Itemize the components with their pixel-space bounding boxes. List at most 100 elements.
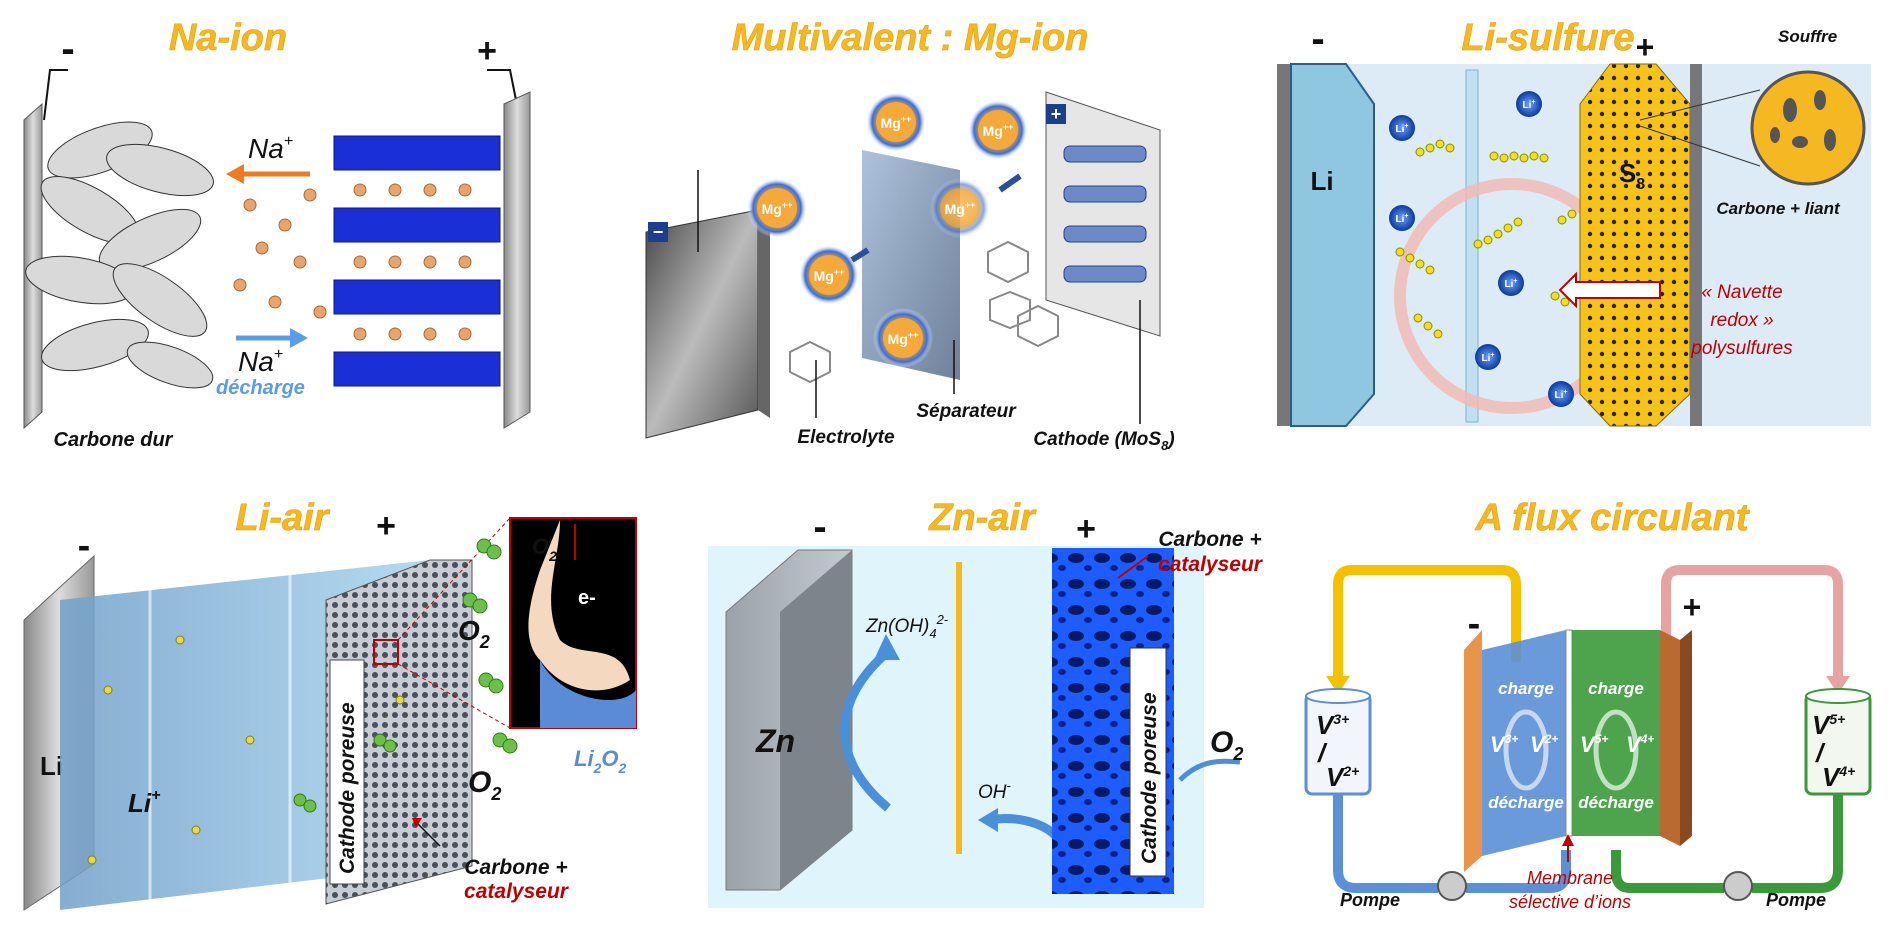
anolyte-charge-label: charge bbox=[1498, 679, 1554, 698]
svg-text:Mg++: Mg++ bbox=[983, 122, 1014, 139]
left-pump-label: Pompe bbox=[1340, 890, 1400, 910]
left-tank-bottom: V2+ bbox=[1326, 762, 1359, 792]
shuttle-arrow bbox=[1558, 271, 1661, 309]
panel-li-air: Li-air - + Li Li+ Cathode poreuse O2 e- … bbox=[23, 497, 637, 911]
membrane-label-1: Membrane bbox=[1527, 868, 1613, 888]
panel-flux: A flux circulant Pompe Pompe V3+ / V2+ V… bbox=[1304, 497, 1872, 912]
right-pump-label: Pompe bbox=[1766, 890, 1826, 910]
title-li-air: Li-air bbox=[236, 497, 331, 539]
o2-label-2: O2 bbox=[468, 766, 501, 804]
cathode-plate bbox=[1660, 630, 1680, 846]
sulfur-zoom bbox=[1750, 70, 1866, 186]
li-air-plus-sign: + bbox=[376, 507, 396, 545]
hard-carbon-label: Carbone dur bbox=[54, 429, 174, 451]
panel-na-ion: Na-ion - + Carbone dur Na+ Na+ décharge bbox=[23, 17, 531, 451]
zn-catalyst-label: catalyseur bbox=[1158, 553, 1264, 576]
panel-mg-ion: Multivalent : Mg-ion − + Mg++ Mg++ Mg++ … bbox=[645, 17, 1175, 453]
s8-label: S8 bbox=[1619, 158, 1645, 193]
catholyte-pipe bbox=[1661, 565, 1843, 680]
flux-plus-sign: + bbox=[1683, 589, 1702, 625]
zn-o2-label: O2 bbox=[1210, 726, 1243, 764]
cathode-collector bbox=[503, 91, 531, 429]
layered-cathode bbox=[333, 135, 501, 387]
sodium-ions bbox=[233, 188, 327, 319]
zn-minus-sign: - bbox=[813, 505, 826, 549]
oxygen-molecules bbox=[293, 538, 518, 813]
svg-text:Mg++: Mg++ bbox=[881, 114, 912, 131]
left-tank-slash: / bbox=[1317, 738, 1328, 768]
catholyte-return-pipe bbox=[1752, 792, 1843, 893]
anolyte-half-cell bbox=[1482, 630, 1566, 856]
right-tank-slash: / bbox=[1815, 738, 1826, 768]
li-air-minus-sign: - bbox=[78, 525, 91, 567]
hard-carbon-anode bbox=[25, 121, 214, 389]
svg-text:Mg++: Mg++ bbox=[814, 267, 845, 284]
left-pump bbox=[1437, 871, 1467, 901]
sulfur-cathode bbox=[1579, 63, 1691, 427]
title-li-sulfure: Li-sulfure bbox=[1461, 17, 1634, 59]
zoom-o2-label: O2 bbox=[532, 534, 557, 564]
svg-text:Li+: Li+ bbox=[1523, 99, 1536, 111]
anolyte-discharge-label: décharge bbox=[1488, 793, 1564, 812]
o2-label-1: O2 bbox=[458, 615, 490, 652]
mos-layers bbox=[1063, 145, 1147, 283]
svg-text:+: + bbox=[1051, 104, 1062, 124]
panel-li-sulfure: Li-sulfure - + Li S8 Souffre Carbone + l… bbox=[1277, 17, 1871, 427]
svg-text:Mg++: Mg++ bbox=[888, 330, 919, 347]
svg-text:Li+: Li+ bbox=[1396, 123, 1409, 135]
membrane-label-2: sélective d’ions bbox=[1509, 892, 1631, 912]
li2o2-label: Li2O2 bbox=[574, 746, 626, 776]
title-zn-air: Zn-air bbox=[928, 497, 1037, 539]
right-pump bbox=[1723, 871, 1753, 901]
polysulfide-chains bbox=[1395, 139, 1577, 339]
title-na-ion: Na-ion bbox=[169, 17, 287, 59]
li-air-ion-label: Li+ bbox=[128, 787, 160, 818]
hydroxide-label: OH- bbox=[978, 778, 1012, 803]
na-ion-top-label: Na+ bbox=[248, 133, 293, 164]
catholyte-half-cell bbox=[1572, 630, 1660, 836]
zn-separator bbox=[956, 562, 962, 854]
cell-v4: V4+ bbox=[1626, 732, 1654, 757]
cell-v5: V5+ bbox=[1580, 732, 1608, 757]
zn-plus-sign: + bbox=[1076, 510, 1096, 548]
cell-v2: V2+ bbox=[1530, 732, 1558, 757]
svg-text:Li+: Li+ bbox=[1482, 352, 1495, 364]
na-ion-bottom-label: Na+ bbox=[238, 346, 283, 377]
mg-ions: Mg++ Mg++ Mg++ Mg++ Mg++ Mg++ bbox=[747, 92, 1028, 368]
zn-anode-label: Zn bbox=[755, 723, 795, 759]
flux-minus-sign: - bbox=[1468, 603, 1481, 645]
svg-text:Mg++: Mg++ bbox=[762, 200, 793, 217]
catholyte-charge-label: charge bbox=[1588, 679, 1644, 698]
li-air-catalyst-label: catalyseur bbox=[464, 880, 570, 903]
zincate-label: Zn(OH)42- bbox=[865, 612, 949, 641]
zn-cathode-label: Cathode poreuse bbox=[1138, 692, 1161, 864]
svg-text:Li+: Li+ bbox=[1396, 213, 1409, 225]
anode-minus-badge bbox=[648, 222, 668, 242]
carbon-binder-label: Carbone + liant bbox=[1716, 199, 1841, 218]
electrolyte-molecules bbox=[789, 240, 1059, 384]
shuttle-label-2: redox » bbox=[1710, 310, 1773, 331]
cathode-plus-badge bbox=[1046, 104, 1066, 124]
shuttle-label-1: « Navette bbox=[1701, 282, 1782, 303]
anolyte-pipe bbox=[1333, 565, 1521, 680]
li-air-carbon-label: Carbone + bbox=[464, 856, 567, 879]
li-s-minus-sign: - bbox=[1311, 17, 1324, 61]
li-air-anode-label: Li bbox=[40, 751, 63, 781]
svg-text:−: − bbox=[653, 222, 664, 242]
anode-plate bbox=[1464, 630, 1482, 872]
anolyte-return-pipe bbox=[1333, 792, 1438, 893]
shuttle-label-3: polysulfures bbox=[1690, 338, 1793, 359]
lithium-anode bbox=[1290, 63, 1375, 427]
svg-text:Mg++: Mg++ bbox=[945, 200, 976, 217]
zn-carbon-label: Carbone + bbox=[1158, 528, 1261, 551]
li-air-cathode-label: Cathode poreuse bbox=[336, 702, 359, 874]
title-flux: A flux circulant bbox=[1474, 497, 1749, 539]
mg-anode-plate bbox=[645, 209, 759, 439]
cell-v3: V3+ bbox=[1490, 732, 1518, 757]
li-anode-label: Li bbox=[1310, 166, 1333, 196]
mg-cathode-plate bbox=[1045, 91, 1161, 337]
zincate-arrow bbox=[840, 646, 893, 812]
electron-label: e- bbox=[578, 587, 596, 609]
plus-sign: + bbox=[477, 32, 497, 70]
